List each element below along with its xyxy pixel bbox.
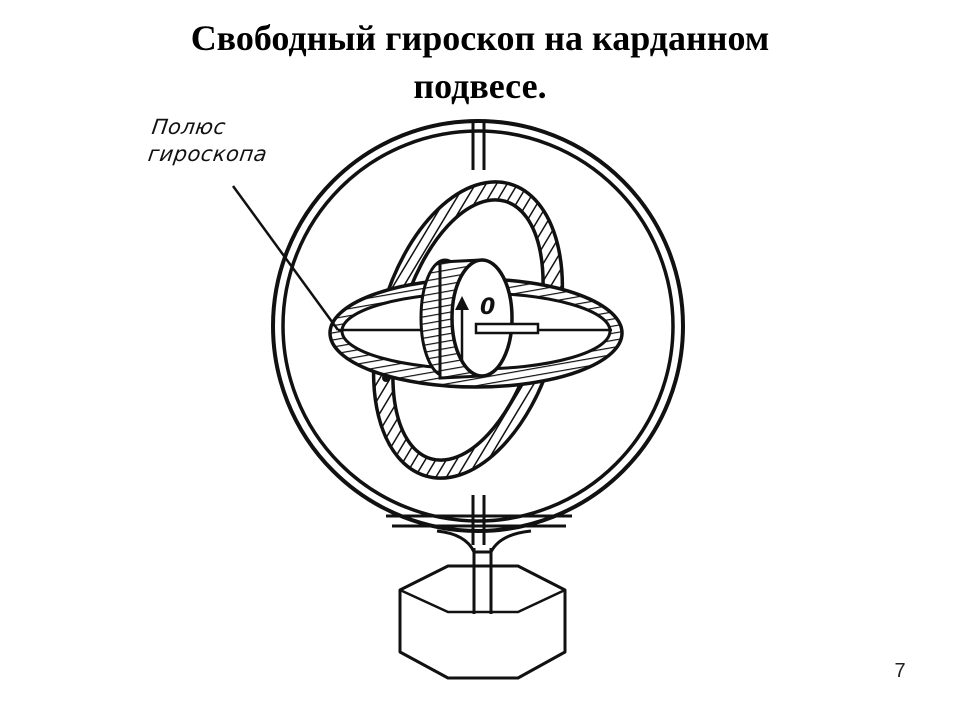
- hexagonal-base: [398, 564, 567, 680]
- slide-title-line-1: Свободный гироскоп на карданном: [190, 18, 770, 58]
- pole-label-line-2: гироскопа: [146, 142, 269, 166]
- support-fork: [436, 529, 532, 554]
- page-number: 7: [894, 660, 906, 682]
- slide-title: Свободный гироскоп на карданном подвесе.: [80, 14, 880, 110]
- pole-label-line-1: Полюс: [150, 115, 228, 139]
- pole-leader-line: [231, 185, 340, 331]
- gyroscope-pole-label: Полюс гироскопа: [146, 114, 304, 168]
- slide-title-line-2: подвесе.: [413, 66, 547, 106]
- outer-ring: [271, 119, 685, 545]
- rotor-mark: 0: [480, 295, 495, 320]
- gyroscope-rotor: [419, 258, 540, 380]
- stand: [398, 529, 567, 680]
